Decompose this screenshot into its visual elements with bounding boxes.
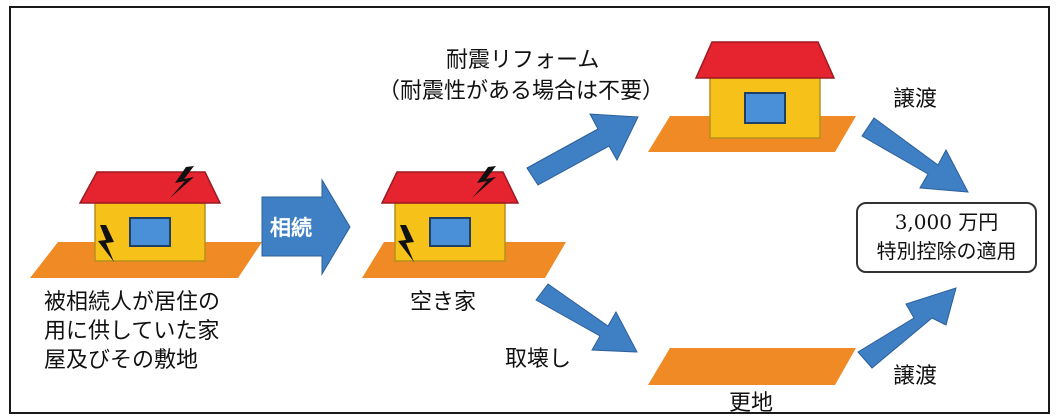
transfer-bottom-arrow — [857, 287, 957, 369]
demolish-arrow — [535, 283, 638, 353]
reformed-house — [648, 41, 856, 152]
vacant-lot-label: 更地 — [729, 391, 774, 416]
inherit-label: 相続 — [270, 216, 312, 240]
reform-note: （耐震性がある場合は不要） — [378, 79, 665, 104]
vacant-house-roof — [380, 171, 520, 204]
transfer-top-label: 譲渡 — [893, 87, 938, 112]
original-house-wall — [94, 202, 206, 262]
reform-title: 耐震リフォーム — [446, 48, 600, 73]
origin-line: 被相続人が居住の — [44, 290, 221, 315]
origin-line: 屋及びその敷地 — [44, 348, 199, 373]
inherit-arrow — [261, 178, 351, 276]
special-deduction-box: 3,000 万円 特別控除の適用 — [856, 202, 1037, 273]
vacant-house-label: 空き家 — [410, 290, 477, 315]
vacant-lot-land — [648, 348, 856, 385]
reformed-house-roof — [694, 41, 836, 79]
origin-line: 用に供していた家 — [44, 319, 220, 344]
lightning-bolt-icon — [98, 225, 114, 262]
reformed-house-window — [744, 92, 786, 124]
lightning-bolt-icon — [398, 225, 414, 262]
vacant-house-window — [429, 217, 471, 247]
original-house-roof — [78, 171, 222, 204]
demolish-label: 取壊し — [505, 347, 572, 372]
transfer-top-arrow — [861, 117, 969, 193]
deduction-amount: 3,000 万円 — [894, 210, 999, 234]
deduction-label: 特別控除の適用 — [876, 239, 1017, 263]
original-house-window — [129, 217, 171, 247]
original-house — [30, 166, 262, 278]
vacant-house — [362, 166, 566, 278]
transfer-bottom-label: 譲渡 — [893, 364, 938, 389]
reform-arrow — [526, 113, 639, 186]
